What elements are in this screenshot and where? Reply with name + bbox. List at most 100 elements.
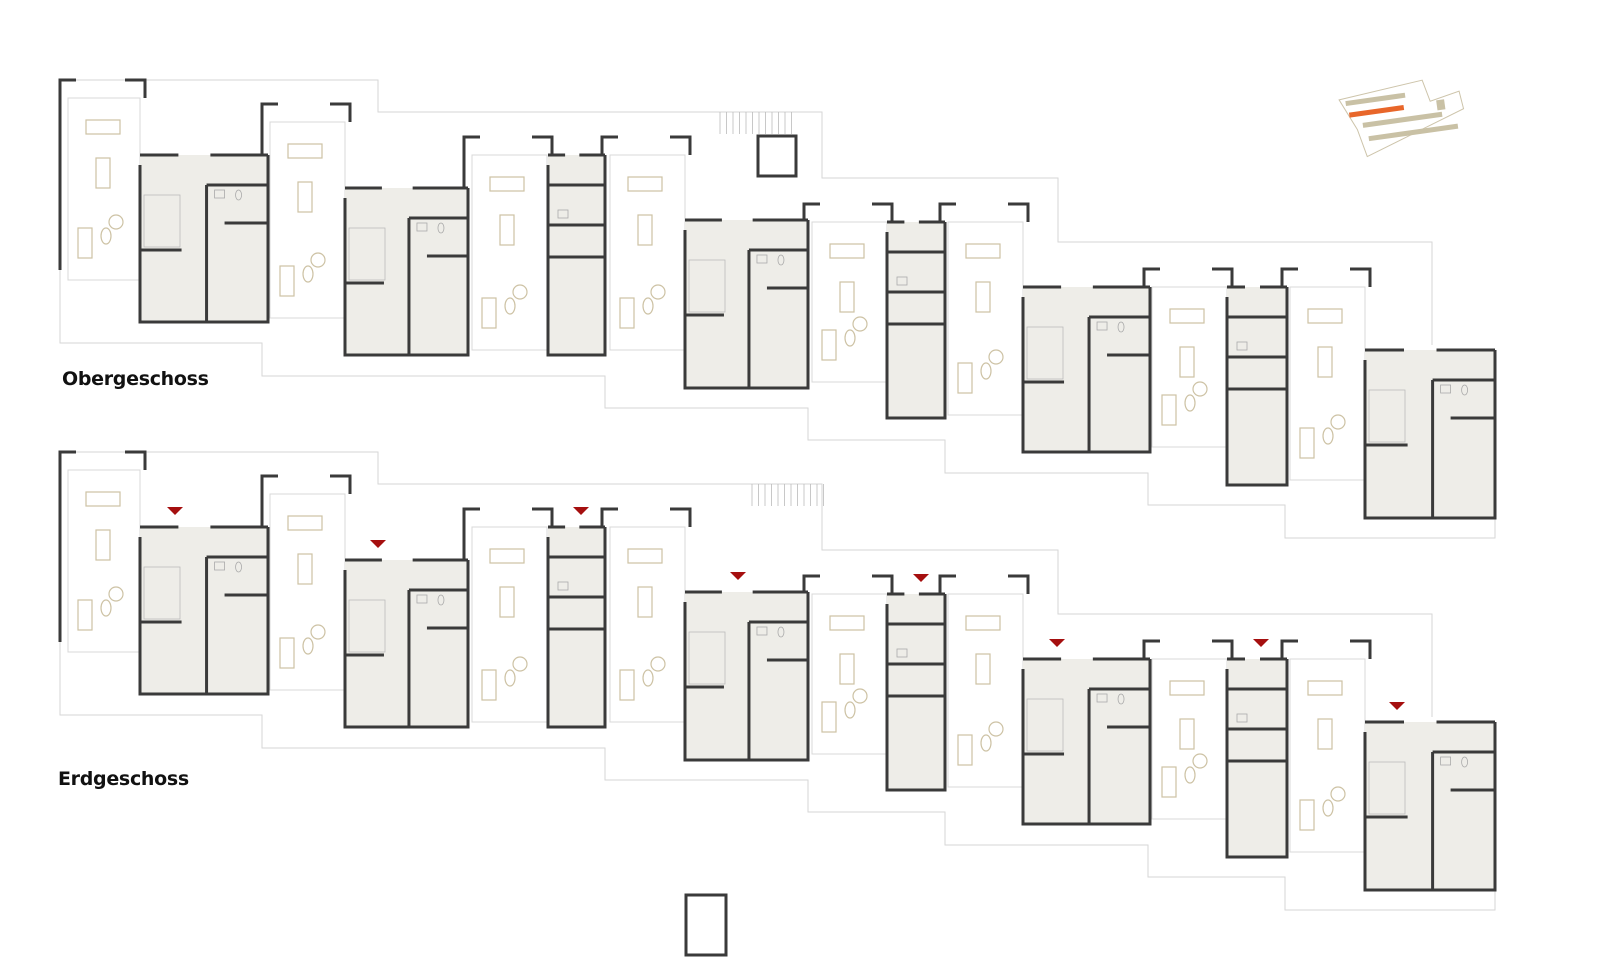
- toilet-fixture: [777, 626, 785, 638]
- sofa-furniture: [279, 637, 295, 669]
- toilet-fixture: [777, 254, 785, 266]
- sofa-furniture: [77, 227, 93, 259]
- room-fill: [548, 527, 605, 727]
- sofa-furniture: [1299, 799, 1315, 831]
- sideboard-furniture: [85, 491, 121, 507]
- sink-fixture: [416, 594, 428, 604]
- bathroom: [348, 227, 386, 281]
- sofa-furniture: [77, 599, 93, 631]
- entrance-marker-icon: [913, 574, 929, 582]
- armchair-furniture: [108, 214, 124, 230]
- floor-plan-ground: [58, 450, 1497, 957]
- entrance-marker-icon: [573, 507, 589, 515]
- wall: [58, 450, 147, 642]
- sideboard-furniture: [1169, 680, 1205, 696]
- sideboard-furniture: [627, 176, 663, 192]
- living-room-outline: [269, 121, 346, 319]
- wall: [58, 78, 147, 270]
- living-room-outline: [67, 469, 141, 653]
- sofa-furniture: [619, 669, 635, 701]
- apartment-block: [138, 153, 270, 324]
- apartment-block: [343, 558, 470, 729]
- apartment-block: [138, 525, 270, 696]
- apartment-block: [546, 153, 607, 357]
- sideboard-furniture: [1169, 308, 1205, 324]
- toilet-fixture: [437, 594, 445, 606]
- site-outline: [59, 80, 1496, 539]
- room-fill: [1365, 350, 1495, 518]
- room-fill: [1023, 659, 1150, 824]
- bathroom: [348, 599, 386, 653]
- sink-fixture: [1440, 756, 1451, 766]
- sideboard-furniture: [965, 615, 1001, 631]
- wall: [546, 155, 607, 357]
- apartment-block: [546, 525, 607, 729]
- toilet-fixture: [437, 222, 445, 234]
- dining-table-furniture: [975, 653, 991, 685]
- sideboard-furniture: [627, 548, 663, 564]
- sink-fixture: [1236, 341, 1248, 351]
- sideboard-furniture: [287, 143, 323, 159]
- wall: [1021, 659, 1152, 826]
- living-room-outline: [811, 593, 888, 755]
- keyplan-building: [1362, 111, 1443, 128]
- room-fill: [140, 527, 268, 694]
- living-room-outline: [947, 221, 1024, 416]
- living-room: [462, 135, 554, 351]
- wall: [343, 560, 470, 729]
- living-room: [600, 507, 692, 723]
- room-fill: [548, 155, 605, 355]
- sofa-furniture: [821, 329, 837, 361]
- stair-hatching: [751, 484, 824, 506]
- wall: [138, 155, 270, 324]
- sink-fixture: [214, 189, 225, 199]
- keyplan-building: [1345, 92, 1406, 107]
- armchair-furniture: [852, 688, 868, 704]
- armchair-furniture: [310, 624, 326, 640]
- sink-fixture: [214, 561, 225, 571]
- wall: [1225, 659, 1289, 859]
- armchair-furniture: [988, 721, 1004, 737]
- entrance-marker-icon: [1389, 702, 1405, 710]
- side-table-furniture: [844, 701, 856, 719]
- sideboard-furniture: [965, 243, 1001, 259]
- bathroom: [143, 194, 181, 248]
- keyplan-building: [1436, 99, 1446, 111]
- side-table-furniture: [1184, 394, 1196, 412]
- wall: [546, 527, 607, 729]
- dining-table-furniture: [637, 586, 653, 618]
- dining-table-furniture: [95, 157, 111, 189]
- sink-fixture: [756, 254, 768, 264]
- living-room: [802, 202, 894, 383]
- living-room: [600, 135, 692, 351]
- living-room-outline: [811, 221, 888, 383]
- living-room: [260, 474, 352, 691]
- living-room: [58, 78, 147, 281]
- sink-fixture: [557, 581, 569, 591]
- dining-table-furniture: [839, 653, 855, 685]
- sink-fixture: [1440, 384, 1451, 394]
- apartment-block: [885, 220, 947, 420]
- side-table-furniture: [642, 669, 654, 687]
- bathroom: [688, 631, 726, 685]
- side-table-furniture: [980, 362, 992, 380]
- wall: [683, 220, 810, 390]
- dining-table-furniture: [1317, 346, 1333, 378]
- toilet-fixture: [1117, 693, 1125, 705]
- apartment-block: [1363, 348, 1497, 520]
- site-outline: [60, 79, 1433, 345]
- living-room: [938, 574, 1030, 788]
- sideboard-furniture: [829, 243, 865, 259]
- sink-fixture: [756, 626, 768, 636]
- side-table-furniture: [1184, 766, 1196, 784]
- sink-fixture: [1096, 693, 1108, 703]
- living-room-outline: [471, 526, 548, 723]
- side-table-furniture: [1322, 799, 1334, 817]
- living-room: [802, 574, 894, 755]
- side-table-furniture: [642, 297, 654, 315]
- room-fill: [1227, 287, 1287, 485]
- living-room: [1142, 639, 1234, 820]
- living-room-outline: [269, 493, 346, 691]
- apartment-block: [885, 592, 947, 792]
